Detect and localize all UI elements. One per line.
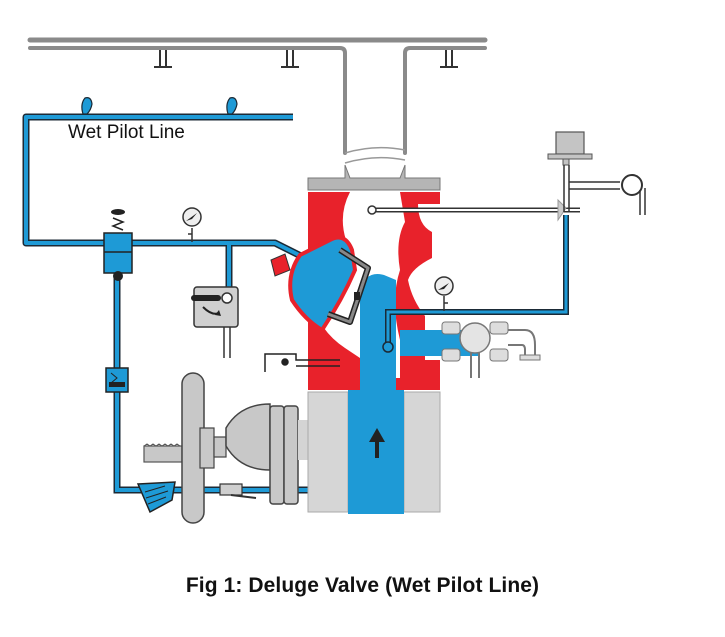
pilot-sprinkler-icon: [226, 97, 238, 115]
pressure-switch: [547, 131, 646, 215]
drain-ball-valve: [219, 483, 257, 499]
pressure-gauge-supply: [434, 276, 454, 311]
drip-check: [264, 353, 340, 372]
latch-mechanism: [270, 253, 291, 277]
wet-pilot-line: [22, 113, 307, 262]
check-valve: [105, 367, 129, 393]
clapper: [288, 235, 371, 333]
alarm-line: [382, 215, 569, 353]
open-sprinkler-icon: [154, 50, 172, 68]
main-control-valve: [143, 372, 348, 524]
sprinkler-piping: [27, 37, 488, 155]
pilot-sprinkler-heads: [81, 97, 238, 115]
manual-release-valve: [191, 245, 239, 358]
open-sprinkler-icon: [440, 50, 458, 68]
figure-caption: Fig 1: Deluge Valve (Wet Pilot Line): [185, 574, 540, 597]
flow-arrow-icon: [369, 428, 385, 458]
open-sprinklers: [154, 50, 458, 68]
pressure-reducing-valve: [103, 209, 133, 281]
open-sprinkler-icon: [281, 50, 299, 68]
pilot-sprinkler-icon: [81, 97, 93, 115]
wet-pilot-line-label: Wet Pilot Line: [68, 122, 185, 143]
pipe-break-symbol: [344, 146, 406, 164]
alarm-test-valve: [400, 321, 541, 378]
pressure-gauge-pilot: [182, 207, 202, 242]
pressure-switch-rod: [367, 198, 580, 222]
strainer: [136, 481, 176, 514]
gauge-icon: [434, 276, 454, 296]
lower-valve-body: [307, 390, 441, 514]
